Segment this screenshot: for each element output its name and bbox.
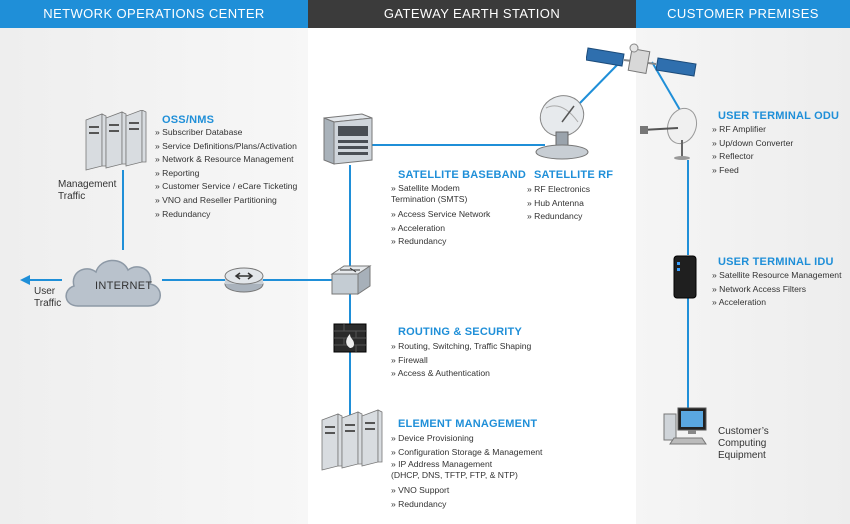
list-item: RF Electronics [527, 183, 590, 197]
list-item: Network & Resource Management [155, 153, 297, 167]
list-item: Reflector [712, 150, 793, 164]
cloud-icon [65, 259, 161, 307]
odu-list: RF Amplifier Up/down Converter Reflector… [712, 123, 793, 177]
list-item: Acceleration [712, 296, 841, 310]
customer-header: CUSTOMER PREMISES [636, 0, 850, 28]
computer-icon [663, 407, 707, 445]
list-item: Reporting [155, 167, 297, 181]
list-item: Subscriber Database [155, 126, 297, 140]
server-rack-icon [85, 110, 147, 171]
baseband-list: Satellite Modem Termination (SMTS) Acces… [391, 183, 490, 249]
list-item: Routing, Switching, Traffic Shaping [391, 340, 531, 354]
list-item: Access & Authentication [391, 367, 531, 381]
list-item: IP Address Management (DHCP, DNS, TFTP, … [391, 459, 542, 481]
list-item: RF Amplifier [712, 123, 793, 137]
list-item: Redundancy [391, 498, 542, 512]
odu-title: USER TERMINAL ODU [718, 110, 840, 122]
list-item: VNO Support [391, 484, 542, 498]
list-item: Hub Antenna [527, 197, 590, 211]
routing-title: ROUTING & SECURITY [398, 326, 522, 338]
rf-title: SATELLITE RF [534, 169, 614, 181]
management-traffic-label: Management Traffic [58, 179, 117, 202]
odu-dish-icon [640, 107, 698, 160]
list-item: VNO and Reseller Partitioning [155, 194, 297, 208]
noc-column [0, 0, 308, 524]
list-item: Redundancy [155, 208, 297, 222]
list-item: Device Provisioning [391, 432, 542, 446]
baseband-title: SATELLITE BASEBAND [398, 169, 527, 181]
list-item: Customer Service / eCare Ticketing [155, 180, 297, 194]
satellite-dish-icon [535, 95, 589, 160]
satellite-icon [586, 43, 697, 77]
gateway-header: GATEWAY EARTH STATION [308, 0, 636, 28]
list-item: Satellite Resource Management [712, 269, 841, 283]
oss-title: OSS/NMS [162, 114, 215, 126]
oss-list: Subscriber Database Service Definitions/… [155, 126, 297, 221]
modem-icon [673, 255, 697, 299]
list-item: Feed [712, 164, 793, 178]
customer-equipment-label: Customer’s Computing Equipment [718, 426, 769, 461]
list-item: Satellite Modem Termination (SMTS) [391, 183, 490, 205]
rf-list: RF Electronics Hub Antenna Redundancy [527, 183, 590, 224]
list-item: Firewall [391, 354, 531, 368]
user-traffic-label: User Traffic [34, 286, 62, 309]
baseband-rack-icon [323, 113, 373, 165]
list-item: Network Access Filters [712, 283, 841, 297]
element-list: Device Provisioning Configuration Storag… [391, 432, 542, 511]
list-item: Service Definitions/Plans/Activation [155, 140, 297, 154]
idu-list: Satellite Resource Management Network Ac… [712, 269, 842, 310]
list-item: Configuration Storage & Management [391, 446, 542, 460]
list-item: Up/down Converter [712, 137, 793, 151]
idu-title: USER TERMINAL IDU [718, 256, 834, 268]
list-item: Access Service Network [391, 208, 491, 222]
element-server-icon [321, 409, 383, 471]
list-item: Redundancy [391, 235, 490, 249]
noc-header: NETWORK OPERATIONS CENTER [0, 0, 308, 28]
switch-icon [330, 265, 372, 295]
line-rf-to-satellite [579, 61, 621, 104]
element-title: ELEMENT MANAGEMENT [398, 418, 538, 430]
router-icon [224, 267, 264, 293]
firewall-icon [333, 323, 367, 353]
internet-label: INTERNET [95, 280, 153, 292]
list-item: Redundancy [527, 210, 590, 224]
user-traffic-arrow [20, 275, 30, 285]
list-item: Acceleration [391, 222, 490, 236]
routing-list: Routing, Switching, Traffic Shaping Fire… [391, 340, 532, 381]
